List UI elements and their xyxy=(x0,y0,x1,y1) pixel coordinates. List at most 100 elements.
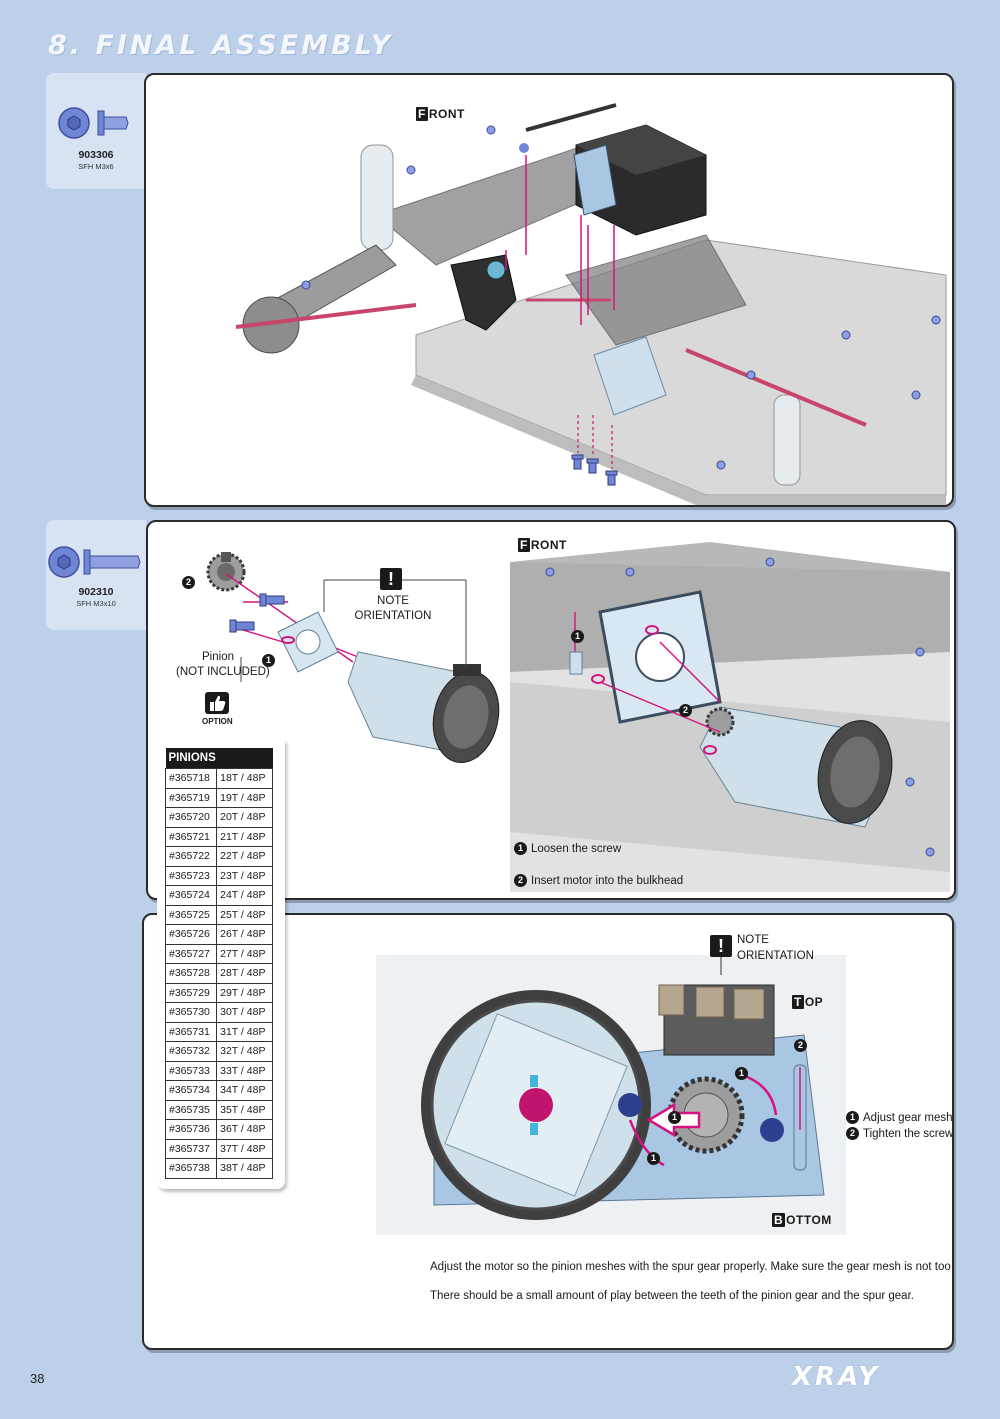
pinion-part-number: #365719 xyxy=(164,787,218,808)
pinion-part-number: #365734 xyxy=(164,1080,218,1101)
chassis-servo-illustration xyxy=(235,103,947,505)
pinion-part-number: #365735 xyxy=(164,1099,218,1120)
thumbs-up-icon xyxy=(205,692,229,714)
pinion-part-number: #365729 xyxy=(164,982,218,1003)
pinion-spec: 38T / 48P xyxy=(216,1158,273,1179)
pinion-spec: 25T / 48P xyxy=(216,904,273,925)
part-tab-902310: 902310 SFH M3x10 xyxy=(46,520,146,630)
gear-play-description: There should be a small amount of play b… xyxy=(430,1290,914,1302)
pinion-part-number: #365720 xyxy=(164,807,218,828)
number-badge-icon: 1 xyxy=(571,630,584,643)
flat-head-screw-icon xyxy=(48,546,141,578)
pinion-part-number: #365725 xyxy=(164,904,218,925)
pinion-part-number: #365728 xyxy=(164,963,218,984)
motor-exploded-illustration xyxy=(206,552,500,763)
pinion-part-number: #365718 xyxy=(164,768,218,789)
number-badge-icon: 1 xyxy=(262,654,275,667)
pinion-spec: 22T / 48P xyxy=(216,846,273,867)
part-desc: SFH M3x10 xyxy=(76,599,116,608)
page-number: 38 xyxy=(30,1371,45,1386)
pinion-spec: 37T / 48P xyxy=(216,1138,273,1159)
pinion-part-number: #365724 xyxy=(164,885,218,906)
pinion-part-number: #365733 xyxy=(164,1060,218,1081)
number-badge-icon: 1 xyxy=(668,1111,681,1124)
number-badge-icon: 1 xyxy=(647,1152,660,1165)
pinion-part-number: #365730 xyxy=(164,1002,218,1023)
pinion-part-number: #365738 xyxy=(164,1158,218,1179)
number-badge-icon: 2 xyxy=(514,874,527,887)
pinion-spec: 35T / 48P xyxy=(216,1099,273,1120)
xray-logo: XRAY xyxy=(792,1362,881,1392)
pinion-spec: 26T / 48P xyxy=(216,924,273,945)
note-orientation-label: NOTE ORIENTATION xyxy=(354,595,432,622)
pinion-part-number: #365731 xyxy=(164,1021,218,1042)
pinion-spec: 19T / 48P xyxy=(216,787,273,808)
number-badge-icon: 2 xyxy=(182,576,195,589)
pinion-spec: 29T / 48P xyxy=(216,982,273,1003)
pinions-table-header: PINIONS xyxy=(165,748,273,769)
pinion-spec: 31T / 48P xyxy=(216,1021,273,1042)
pinion-spec: 32T / 48P xyxy=(216,1041,273,1062)
pinion-spec: 21T / 48P xyxy=(216,826,273,847)
number-badge-icon: 2 xyxy=(794,1039,807,1052)
pinion-part-number: #365721 xyxy=(164,826,218,847)
pinion-part-number: #365726 xyxy=(164,924,218,945)
exclamation-icon: ! xyxy=(380,568,402,590)
pinion-spec: 20T / 48P xyxy=(216,807,273,828)
pinion-spec: 23T / 48P xyxy=(216,865,273,886)
pinion-spec: 36T / 48P xyxy=(216,1119,273,1140)
gear-mesh-description: Adjust the motor so the pinion meshes wi… xyxy=(430,1261,954,1273)
number-badge-icon: 1 xyxy=(846,1111,859,1124)
pinion-spec: 30T / 48P xyxy=(216,1002,273,1023)
number-badge-icon: 2 xyxy=(679,704,692,717)
pinion-spec: 18T / 48P xyxy=(216,768,273,789)
flat-head-screw-icon xyxy=(58,107,129,139)
part-desc: SFH M3x6 xyxy=(78,162,114,171)
pinion-part-number: #365736 xyxy=(164,1119,218,1140)
number-badge-icon: 1 xyxy=(735,1067,748,1080)
pinion-part-number: #365723 xyxy=(164,865,218,886)
exclamation-icon: ! xyxy=(710,935,732,957)
pinion-part-number: #365722 xyxy=(164,846,218,867)
pinion-spec: 34T / 48P xyxy=(216,1080,273,1101)
part-code: 903306 xyxy=(78,149,114,161)
pinion-part-number: #365737 xyxy=(164,1138,218,1159)
part-tab-903306: 903306 SFH M3x6 xyxy=(46,73,146,189)
pinion-spec: 24T / 48P xyxy=(216,885,273,906)
option-label: OPTION xyxy=(202,717,233,726)
pinion-spec: 33T / 48P xyxy=(216,1060,273,1081)
gear-mesh-illustration xyxy=(376,955,846,1235)
section-title: 8. FINAL ASSEMBLY xyxy=(48,30,394,61)
